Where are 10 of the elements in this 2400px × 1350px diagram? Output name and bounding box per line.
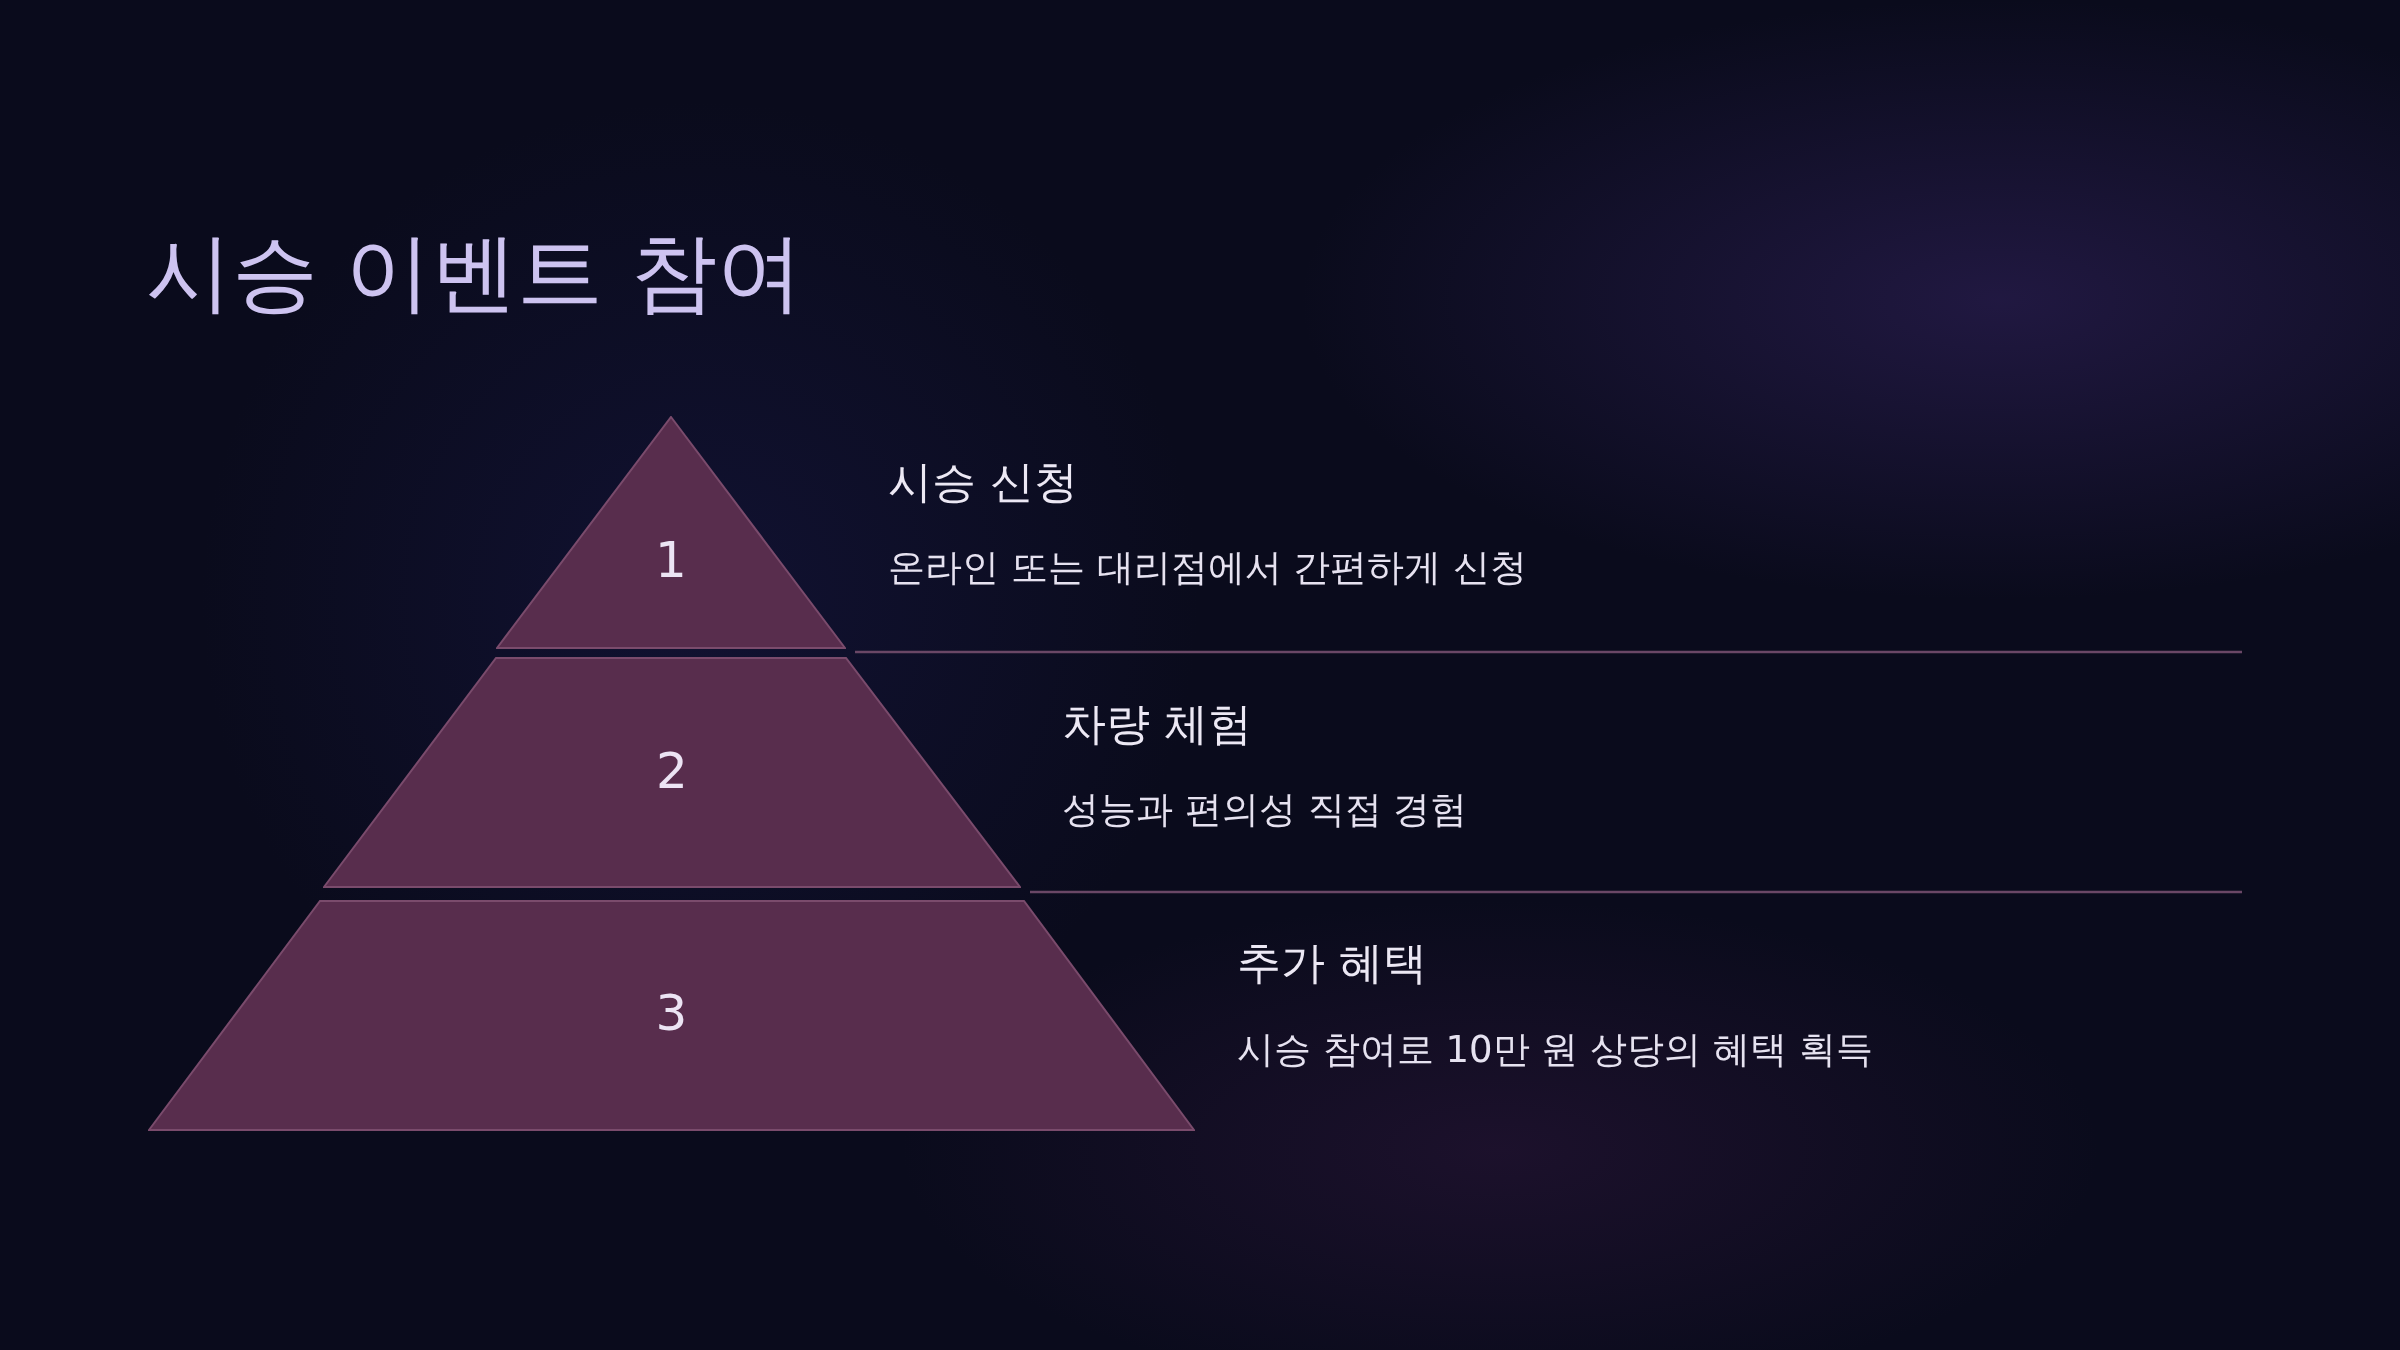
step-description: 시승 참여로 10만 원 상당의 혜택 획득 [1237, 1027, 1873, 1073]
step-heading: 시승 신청 [888, 456, 1078, 508]
step-heading: 추가 혜택 [1237, 937, 1427, 989]
tier-number: 1 [654, 530, 688, 590]
step-heading: 차량 체험 [1062, 698, 1252, 750]
slide-title: 시승 이벤트 참여 [146, 222, 803, 322]
tier-number: 3 [654, 983, 689, 1043]
step-description: 성능과 편의성 직접 경험 [1062, 787, 1468, 833]
tier-number: 2 [655, 741, 689, 801]
step-description: 온라인 또는 대리점에서 간편하게 신청 [888, 545, 1528, 591]
